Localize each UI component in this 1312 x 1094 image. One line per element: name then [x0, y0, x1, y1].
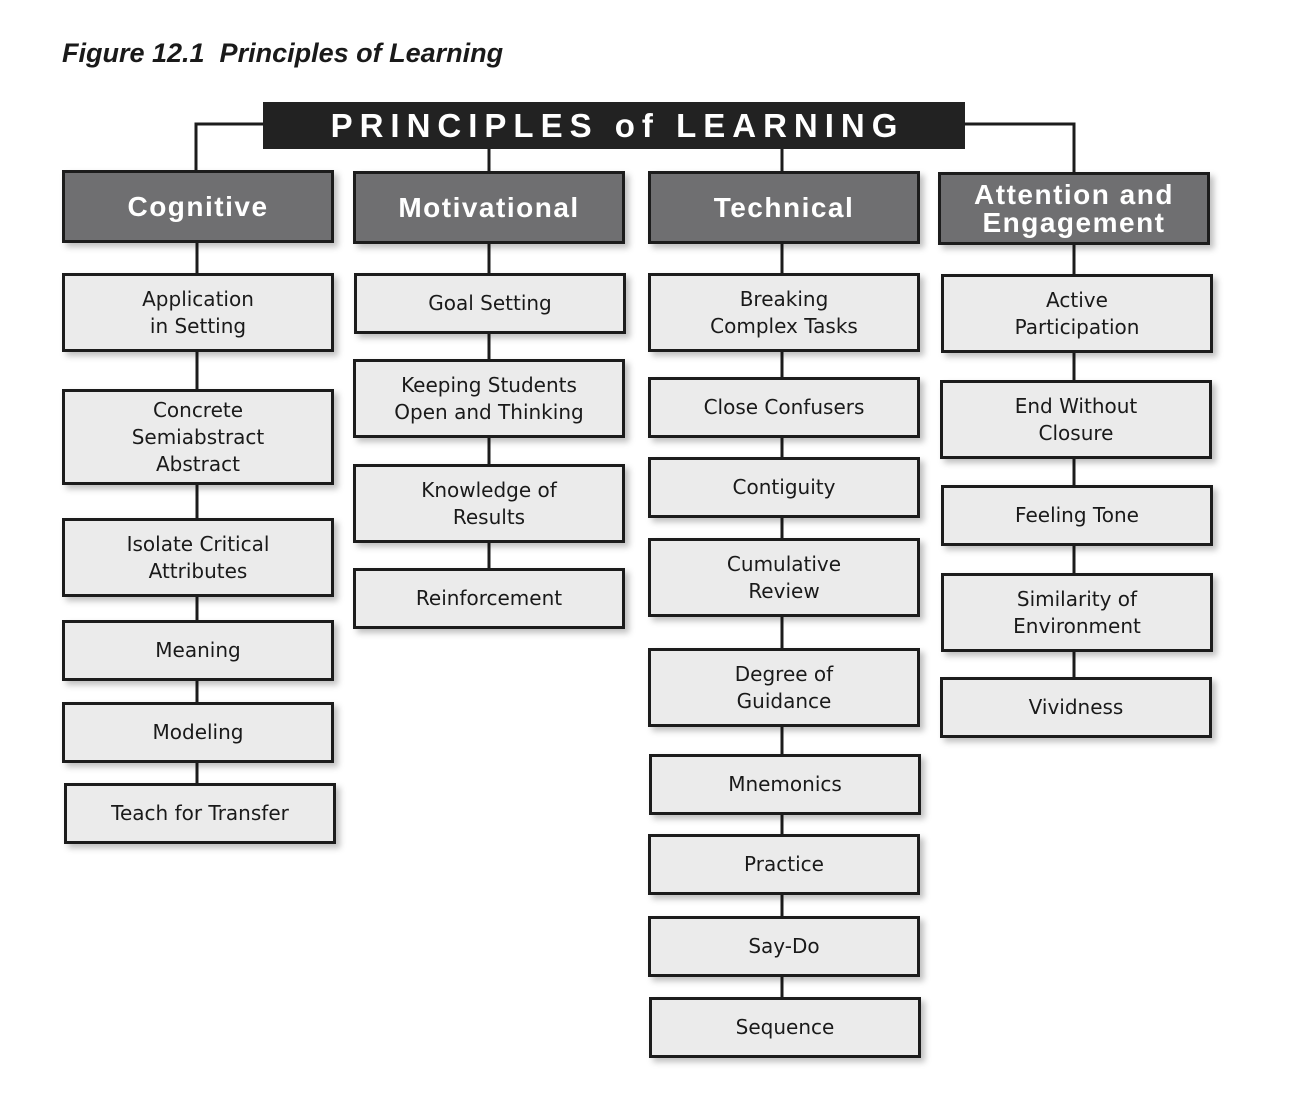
- item-meaning: Meaning: [62, 620, 334, 681]
- item-teach-for-transfer: Teach for Transfer: [64, 783, 336, 844]
- item-modeling: Modeling: [62, 702, 334, 763]
- item-isolate-critical-attributes: Isolate Critical Attributes: [62, 518, 334, 597]
- item-concrete-semiabstract-abstract: Concrete Semiabstract Abstract: [62, 389, 334, 485]
- item-contiguity: Contiguity: [648, 457, 920, 518]
- item-say-do: Say-Do: [648, 916, 920, 977]
- item-breaking-complex-tasks: Breaking Complex Tasks: [648, 273, 920, 352]
- connector-root-attention: [965, 122, 1076, 173]
- diagram-title: PRINCIPLES of LEARNING: [263, 102, 965, 149]
- item-cumulative-review: Cumulative Review: [648, 538, 920, 617]
- item-feeling-tone: Feeling Tone: [941, 485, 1213, 546]
- item-end-without-closure: End Without Closure: [940, 380, 1212, 459]
- item-practice: Practice: [648, 834, 920, 895]
- item-similarity-of-environment: Similarity of Environment: [941, 573, 1213, 652]
- item-mnemonics: Mnemonics: [649, 754, 921, 815]
- item-vividness: Vividness: [940, 677, 1212, 738]
- connector-root-cognitive: [194, 122, 263, 172]
- figure-caption: Figure 12.1 Principles of Learning: [62, 38, 504, 68]
- item-application-in-setting: Application in Setting: [62, 273, 334, 352]
- category-attention-engagement: Attention and Engagement: [938, 172, 1210, 245]
- item-goal-setting: Goal Setting: [354, 273, 626, 334]
- item-knowledge-of-results: Knowledge of Results: [353, 464, 625, 543]
- item-close-confusers: Close Confusers: [648, 377, 920, 438]
- item-active-participation: Active Participation: [941, 274, 1213, 353]
- item-sequence: Sequence: [649, 997, 921, 1058]
- item-degree-of-guidance: Degree of Guidance: [648, 648, 920, 727]
- category-motivational: Motivational: [353, 171, 625, 244]
- item-reinforcement: Reinforcement: [353, 568, 625, 629]
- category-technical: Technical: [648, 171, 920, 244]
- item-keeping-students-open-and-thinking: Keeping Students Open and Thinking: [353, 359, 625, 438]
- category-cognitive: Cognitive: [62, 170, 334, 243]
